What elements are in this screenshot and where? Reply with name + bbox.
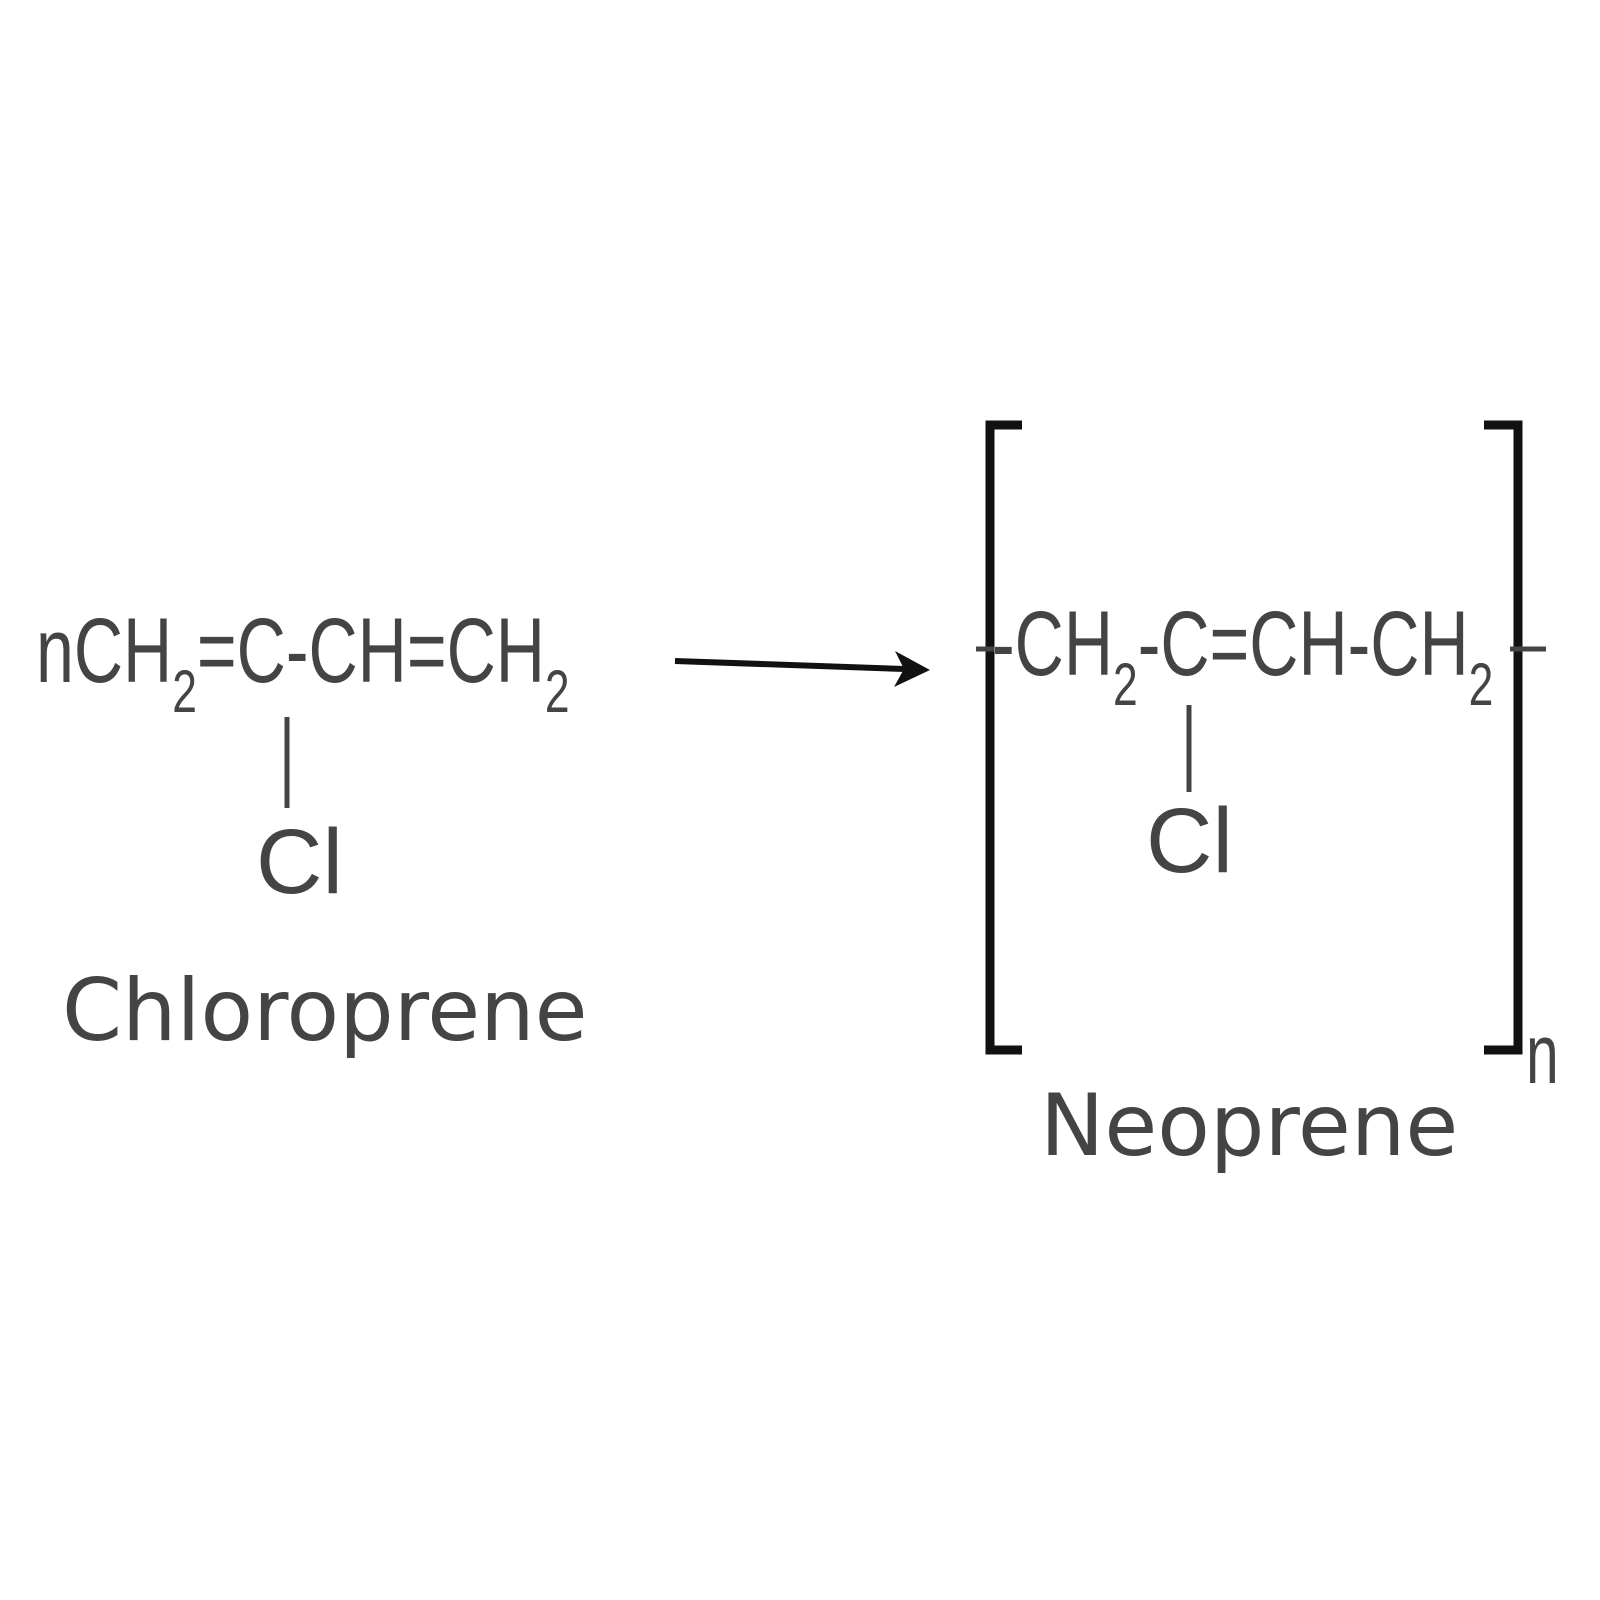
product-name: Neoprene [1040,1076,1459,1176]
right-bracket [1484,420,1523,1055]
reaction-arrow-shaft [674,658,906,672]
product-formula-part1: -CH [992,593,1114,695]
left-bracket [985,420,1022,1055]
product-subscript-1: 2 [1113,651,1138,718]
reactant-formula-part1: CH [73,600,173,702]
product-subscript-2: 2 [1468,651,1494,718]
reaction-arrow-head [894,651,930,687]
reactant-name: Chloroprene [62,961,588,1061]
reactant-substituent: Cl [256,811,343,913]
reactant-subscript-2: 2 [544,658,570,725]
product-formula: -CH2-C=CH-CH2 [992,598,1493,715]
reactant-subscript-1: 2 [172,658,197,725]
reactant-formula: nCH2=C-CH=CH2 [36,605,570,722]
reactant-coefficient: n [36,600,74,702]
product-substituent: Cl [1146,790,1233,892]
product-formula-part2: -C=CH-CH [1137,593,1469,695]
reactant-formula-part2: =C-CH=CH [196,600,545,702]
repeat-unit-label: n [1526,1007,1559,1101]
